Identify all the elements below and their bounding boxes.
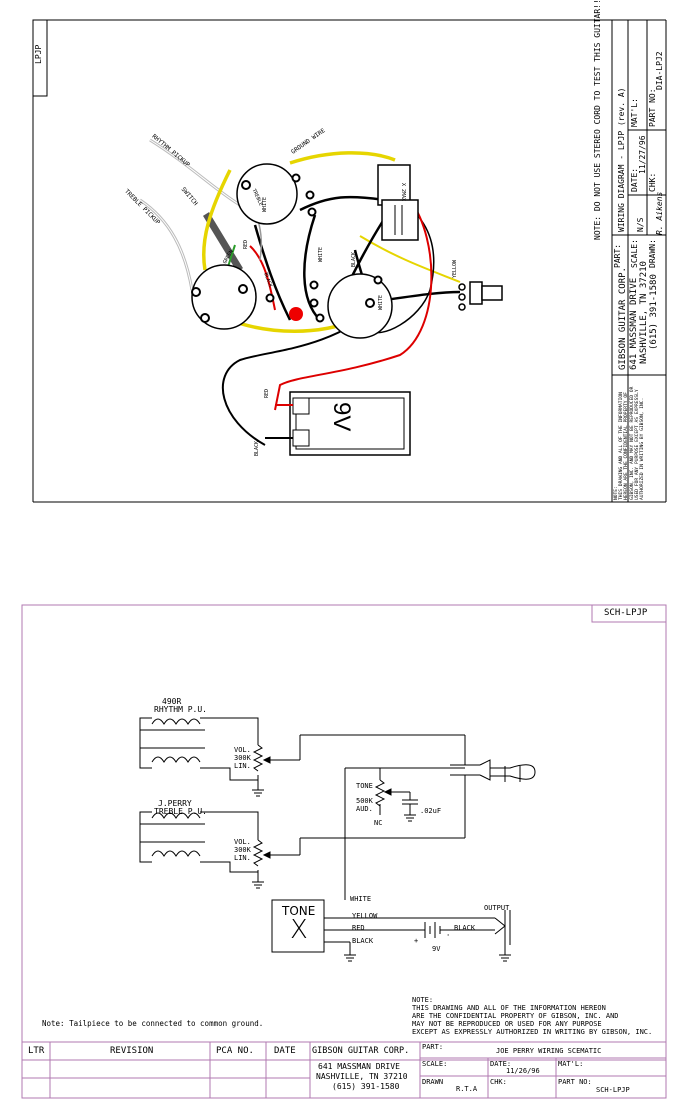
tb-company-b: GIBSON GUITAR CORP. — [312, 1046, 410, 1056]
tb-part-label-b: PART: — [422, 1043, 444, 1051]
treble-pu-label: TREBLE P.U. — [154, 807, 207, 816]
tb-phone-b: (615) 391-1580 — [332, 1082, 400, 1091]
tb-drawn-value-b: R.T.A — [456, 1085, 478, 1093]
tb-date-label-b: DATE: — [490, 1060, 512, 1068]
tb-date-value-b: 11/26/96 — [506, 1067, 540, 1075]
tb-date: DATE — [274, 1046, 296, 1056]
wire-black-2: BLACK — [454, 924, 476, 932]
tb-addr2-b: NASHVILLE, TN 37210 — [316, 1072, 408, 1081]
output-label: OUTPUT — [484, 904, 510, 912]
tonex-label-2: X — [290, 915, 308, 945]
tb-addr1-b: 641 MASSMAN DRIVE — [318, 1062, 400, 1071]
tone-values: 500K AUD. — [356, 797, 373, 813]
tb-partno-value-b: SCH-LPJP — [596, 1086, 630, 1094]
wire-yellow: YELLOW — [352, 912, 378, 920]
tb-scale-label-b: SCALE: — [422, 1060, 448, 1068]
wiring-diagram-sheet: LPJP NOTE: DO NOT USE STEREO CORD TO TES… — [0, 0, 696, 520]
tb-revision: REVISION — [110, 1046, 154, 1056]
battery-minus: ' — [446, 933, 451, 941]
vol2-value: 300K — [234, 846, 251, 854]
vol1-label: VOL. 300K LIN. — [234, 746, 251, 770]
vol1-name: VOL. — [234, 746, 251, 754]
tb-chk-label-b: CHK: — [490, 1078, 507, 1086]
treble-pu-model: J.PERRY — [158, 799, 192, 808]
tb-pca: PCA NO. — [216, 1046, 254, 1056]
vol2-name: VOL. — [234, 838, 251, 846]
tailpiece-note: Note: Tailpiece to be connected to commo… — [42, 1019, 264, 1028]
note-line: THIS DRAWING AND ALL OF THE INFORMATION … — [412, 1004, 606, 1012]
vol1-value: 300K — [234, 754, 251, 762]
tb-matl-label-b: MAT'L: — [558, 1060, 584, 1068]
vol1-taper: LIN. — [234, 762, 251, 770]
battery-9v: 9V — [432, 945, 441, 953]
tb-ltr: LTR — [28, 1046, 45, 1056]
confidential-note: NOTE: THIS DRAWING AND ALL OF THE INFORM… — [412, 996, 652, 1036]
note-line: NOTE: — [412, 996, 434, 1004]
tone-nc: NC — [374, 819, 383, 827]
wiring-diagram-drawing — [32, 19, 667, 503]
tb-drawn-label-b: DRAWN — [422, 1078, 444, 1086]
rhythm-pu-model: 490R — [162, 697, 182, 706]
note-line: ARE THE CONFIDENTIAL PROPERTY OF GIBSON,… — [412, 1012, 619, 1020]
tone-name: TONE — [356, 782, 373, 790]
tonex-label-1: TONE — [282, 904, 316, 918]
tone-taper: AUD. — [356, 805, 373, 813]
rhythm-pu-label: RHYTHM P.U. — [154, 705, 207, 714]
note-line: MAY NOT BE REPRODUCED OR USED FOR ANY PU… — [412, 1020, 602, 1028]
wire-white: WHITE — [350, 895, 372, 903]
note-line: EXCEPT AS EXPRESSLY AUTHORIZED IN WRITIN… — [412, 1028, 653, 1036]
wire-red: RED — [352, 924, 365, 932]
sch-sheet-code: SCH-LPJP — [604, 608, 648, 618]
cap-value: .02uF — [420, 807, 442, 815]
tone-value: 500K — [356, 797, 373, 805]
tb-part-value-b: JOE PERRY WIRING SCEMATIC — [496, 1047, 602, 1055]
wire-black-1: BLACK — [352, 937, 374, 945]
vol2-label: VOL. 300K LIN. — [234, 838, 251, 862]
battery-plus: + — [414, 937, 419, 945]
vol2-taper: LIN. — [234, 854, 251, 862]
tb-partno-label-b: PART NO: — [558, 1078, 592, 1086]
